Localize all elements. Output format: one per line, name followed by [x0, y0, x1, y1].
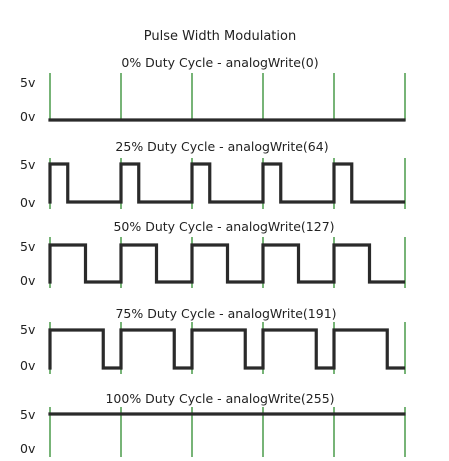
panel-4: 100% Duty Cycle - analogWrite(255) 5v 0v [20, 391, 406, 457]
panel-2-label: 50% Duty Cycle - analogWrite(127) [113, 219, 334, 234]
panel-1-label: 25% Duty Cycle - analogWrite(64) [115, 139, 328, 154]
panel-4-label: 100% Duty Cycle - analogWrite(255) [105, 391, 334, 406]
panel-0-period-markers [49, 73, 406, 121]
panel-2-signal [48, 243, 405, 284]
panel-2-low-label: 0v [20, 273, 36, 288]
panel-4-low-label: 0v [20, 441, 36, 456]
panel-1: 25% Duty Cycle - analogWrite(64) 5v 0v [20, 139, 406, 210]
diagram-title: Pulse Width Modulation [144, 29, 296, 44]
panel-1-low-label: 0v [20, 195, 36, 210]
panel-4-high-label: 5v [20, 407, 36, 422]
panel-0-label: 0% Duty Cycle - analogWrite(0) [121, 55, 318, 70]
panel-3-signal [48, 328, 405, 370]
panel-0-low-label: 0v [20, 109, 36, 124]
panel-0: 0% Duty Cycle - analogWrite(0) 5v 0v [20, 55, 406, 124]
panel-3-low-label: 0v [20, 358, 36, 373]
panel-1-high-label: 5v [20, 157, 36, 172]
panel-2-high-label: 5v [20, 239, 36, 254]
panel-1-signal [48, 162, 405, 204]
panel-0-high-label: 5v [20, 75, 36, 90]
panel-3-label: 75% Duty Cycle - analogWrite(191) [115, 306, 336, 321]
panel-3: 75% Duty Cycle - analogWrite(191) 5v 0v [20, 306, 406, 374]
panel-3-high-label: 5v [20, 322, 36, 337]
panel-2: 50% Duty Cycle - analogWrite(127) 5v 0v [20, 219, 406, 288]
